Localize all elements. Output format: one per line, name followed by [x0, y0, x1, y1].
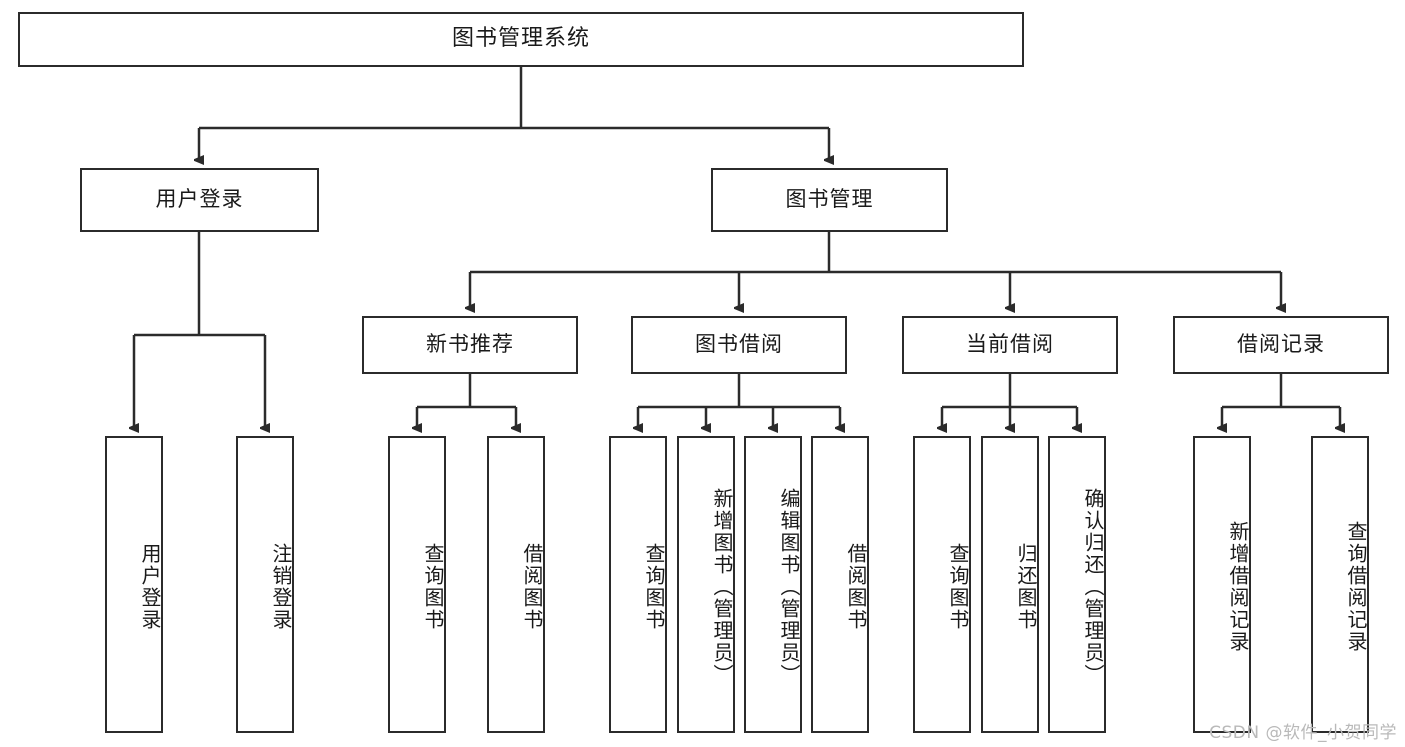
node-root-system[interactable]: 图书管理系统 — [18, 12, 1024, 67]
leaf-current-borrow-query-book[interactable]: 查询图书 — [913, 436, 971, 733]
leaf-current-borrow-confirm-return-admin[interactable]: 确认归还（管理员） — [1048, 436, 1106, 733]
node-borrow-record[interactable]: 借阅记录 — [1173, 316, 1389, 374]
leaf-user-login-logout[interactable]: 注销登录 — [236, 436, 294, 733]
node-book-borrow[interactable]: 图书借阅 — [631, 316, 847, 374]
leaf-user-login-login[interactable]: 用户登录 — [105, 436, 163, 733]
leaf-current-borrow-return-book[interactable]: 归还图书 — [981, 436, 1039, 733]
leaf-borrow-record-query-record[interactable]: 查询借阅记录 — [1311, 436, 1369, 733]
leaf-new-book-borrow-book[interactable]: 借阅图书 — [487, 436, 545, 733]
node-book-management[interactable]: 图书管理 — [711, 168, 948, 232]
leaf-borrow-record-add-record[interactable]: 新增借阅记录 — [1193, 436, 1251, 733]
leaf-book-borrow-borrow-book[interactable]: 借阅图书 — [811, 436, 869, 733]
leaf-book-borrow-query-book[interactable]: 查询图书 — [609, 436, 667, 733]
leaf-book-borrow-add-book-admin[interactable]: 新增图书（管理员） — [677, 436, 735, 733]
node-new-book-recommend[interactable]: 新书推荐 — [362, 316, 578, 374]
leaf-book-borrow-edit-book-admin[interactable]: 编辑图书（管理员） — [744, 436, 802, 733]
node-user-login[interactable]: 用户登录 — [80, 168, 319, 232]
node-current-borrow[interactable]: 当前借阅 — [902, 316, 1118, 374]
leaf-new-book-query-book[interactable]: 查询图书 — [388, 436, 446, 733]
